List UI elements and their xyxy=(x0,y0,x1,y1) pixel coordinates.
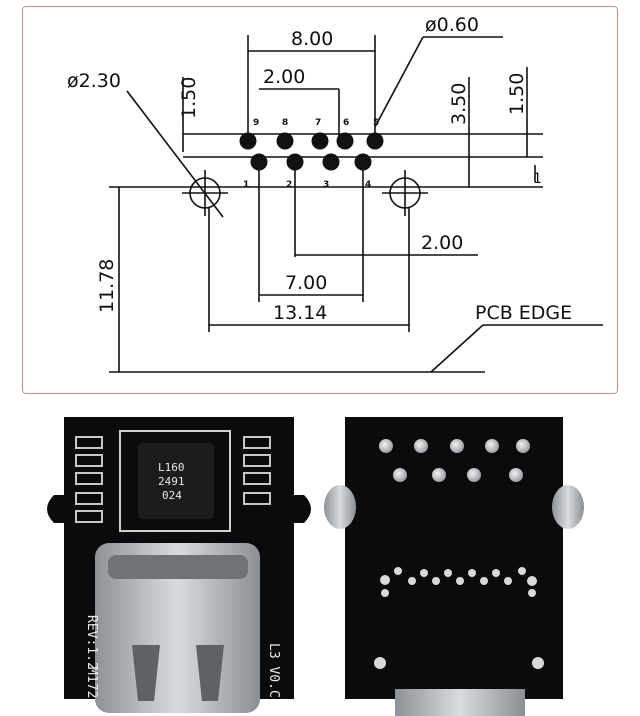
pin-label-3: 3 xyxy=(323,180,329,190)
dim-hole-large: ø2.30 xyxy=(67,70,121,92)
drawing-frame: 9 8 7 6 5 1 2 3 4 8.00 ø0.60 ø2.30 2.00 … xyxy=(22,6,618,394)
pin-label-2: 2 xyxy=(286,180,292,190)
front-board: L160 2491 024 REV:1.2 M172 L3 V0.C xyxy=(47,417,311,713)
dim-8-00: 8.00 xyxy=(291,28,333,50)
dim-13-14: 13.14 xyxy=(273,302,327,324)
silk-rev: REV:1.2 xyxy=(84,615,99,670)
dim-1-50-left: 1.50 xyxy=(178,77,200,119)
pin-label-1: 1 xyxy=(243,180,249,190)
pin-label-6: 6 xyxy=(343,118,349,128)
pin-label-5: 5 xyxy=(373,118,379,128)
dim-7-00: 7.00 xyxy=(285,272,327,294)
pcb-edge-label: PCB EDGE xyxy=(475,302,572,324)
marker-1: 1 xyxy=(533,171,542,187)
dim-2-00-top: 2.00 xyxy=(263,66,305,88)
silk-model: M172 xyxy=(84,667,99,698)
back-board xyxy=(324,417,584,716)
footprint-drawing: 9 8 7 6 5 1 2 3 4 8.00 ø0.60 ø2.30 2.00 … xyxy=(67,14,603,373)
board-photos: L160 2491 024 REV:1.2 M172 L3 V0.C xyxy=(47,417,584,716)
ic-chip xyxy=(138,443,214,519)
pin-label-9: 9 xyxy=(253,118,259,128)
dim-2-00-bottom: 2.00 xyxy=(421,232,463,254)
dim-hole-small: ø0.60 xyxy=(425,14,479,36)
dim-3-50: 3.50 xyxy=(448,83,470,125)
pin-label-7: 7 xyxy=(315,118,321,128)
dim-1-50-right: 1.50 xyxy=(506,73,528,115)
dim-11-78: 11.78 xyxy=(96,259,118,313)
chip-line-1: L160 xyxy=(158,461,185,474)
pin-label-8: 8 xyxy=(282,118,288,128)
chip-line-2: 2491 xyxy=(158,475,185,488)
chip-line-3: 024 xyxy=(162,489,182,502)
silk-version: L3 V0.C xyxy=(266,643,281,698)
pin-label-4: 4 xyxy=(365,180,371,190)
